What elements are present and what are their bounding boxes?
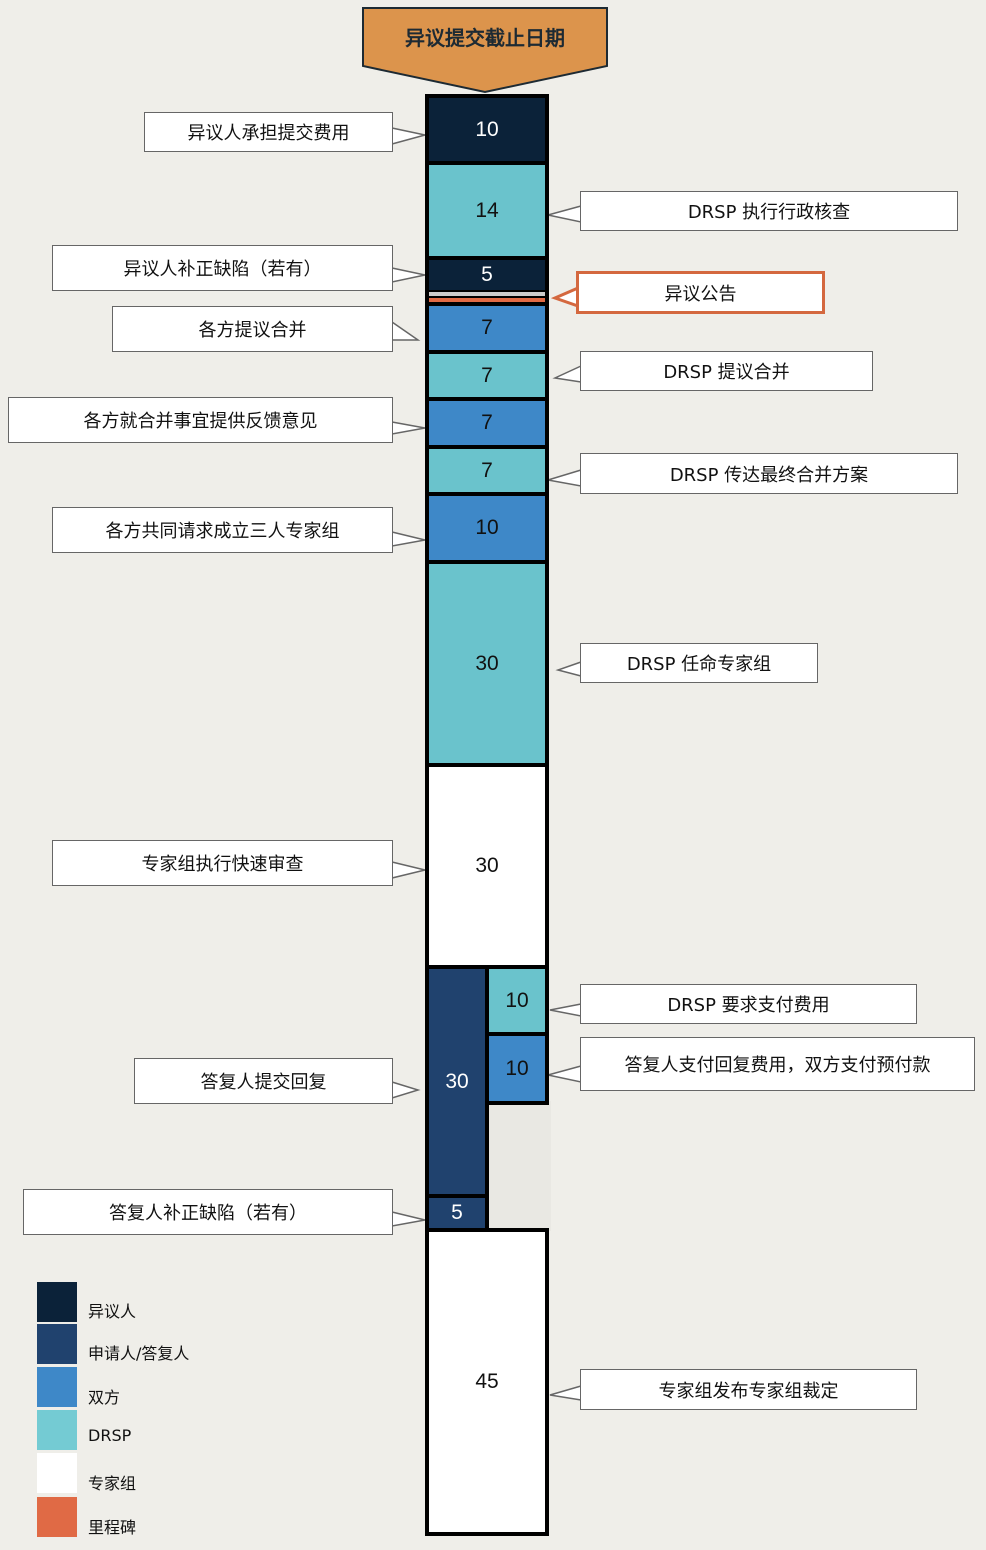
legend-swatch-milestone: [37, 1497, 77, 1537]
callout-drsp-admin-check: DRSP 执行行政核查: [580, 191, 958, 231]
callout-panel-review: 专家组执行快速审查: [52, 840, 393, 886]
block-drsp-final-merge: 7: [425, 445, 549, 496]
legend-swatch-both: [37, 1367, 77, 1407]
header-arrow: [362, 7, 608, 94]
block-panel-decision: 45: [425, 1228, 549, 1536]
legend-label: 专家组: [88, 1474, 137, 1493]
block-parties-request-panel: 10: [425, 492, 549, 564]
block-parties-feedback: 7: [425, 397, 549, 449]
callout-parties-feedback: 各方就合并事宜提供反馈意见: [8, 397, 393, 443]
block-drsp-appoint-panel: 30: [425, 560, 549, 767]
legend-swatch-panel: [37, 1453, 77, 1493]
callout-drsp-final-merge: DRSP 传达最终合并方案: [580, 453, 958, 494]
milestone-line-grey: [429, 292, 545, 296]
callout-drsp-appoint-panel: DRSP 任命专家组: [580, 643, 818, 683]
header-title: 异议提交截止日期: [405, 25, 565, 50]
block-drsp-propose-merge: 7: [425, 350, 549, 401]
callout-parties-propose-merge: 各方提议合并: [112, 306, 393, 352]
block-respondent-correct: 5: [425, 1194, 489, 1232]
callout-objector-fee: 异议人承担提交费用: [144, 112, 393, 152]
legend-label: 双方: [88, 1388, 121, 1407]
legend-swatch-applicant: [37, 1324, 77, 1364]
legend-swatch-objector: [37, 1282, 77, 1322]
callout-panel-decision: 专家组发布专家组裁定: [580, 1369, 917, 1410]
legend-label: DRSP: [88, 1426, 132, 1445]
block-respondent-reply: 30: [425, 965, 489, 1198]
block-objector-correct: 5: [425, 256, 549, 294]
legend-label: 异议人: [88, 1302, 137, 1321]
callout-request-panel: 各方共同请求成立三人专家组: [52, 507, 393, 553]
callout-objection-notice: 异议公告: [576, 271, 825, 314]
block-parties-propose-merge: 7: [425, 302, 549, 354]
callout-objector-correct: 异议人补正缺陷（若有）: [52, 245, 393, 291]
block-panel-review: 30: [425, 763, 549, 969]
block-drsp-admin-check: 14: [425, 161, 549, 260]
callout-drsp-request-fee: DRSP 要求支付费用: [580, 984, 917, 1024]
empty-area: [487, 1101, 551, 1231]
legend-label: 里程碑: [88, 1518, 137, 1537]
legend-swatch-drsp: [37, 1410, 77, 1450]
block-fee-payment: 10: [485, 1032, 549, 1105]
callout-respondent-correct: 答复人补正缺陷（若有）: [23, 1189, 393, 1235]
callout-drsp-propose-merge: DRSP 提议合并: [580, 351, 873, 391]
block-objector-fee: 10: [425, 94, 549, 165]
legend-label: 申请人/答复人: [88, 1344, 190, 1363]
block-drsp-request-fee: 10: [485, 965, 549, 1036]
milestone-line-objection-notice: [429, 298, 545, 302]
callout-respondent-reply: 答复人提交回复: [134, 1058, 393, 1104]
callout-fee-payment: 答复人支付回复费用，双方支付预付款: [580, 1037, 975, 1091]
